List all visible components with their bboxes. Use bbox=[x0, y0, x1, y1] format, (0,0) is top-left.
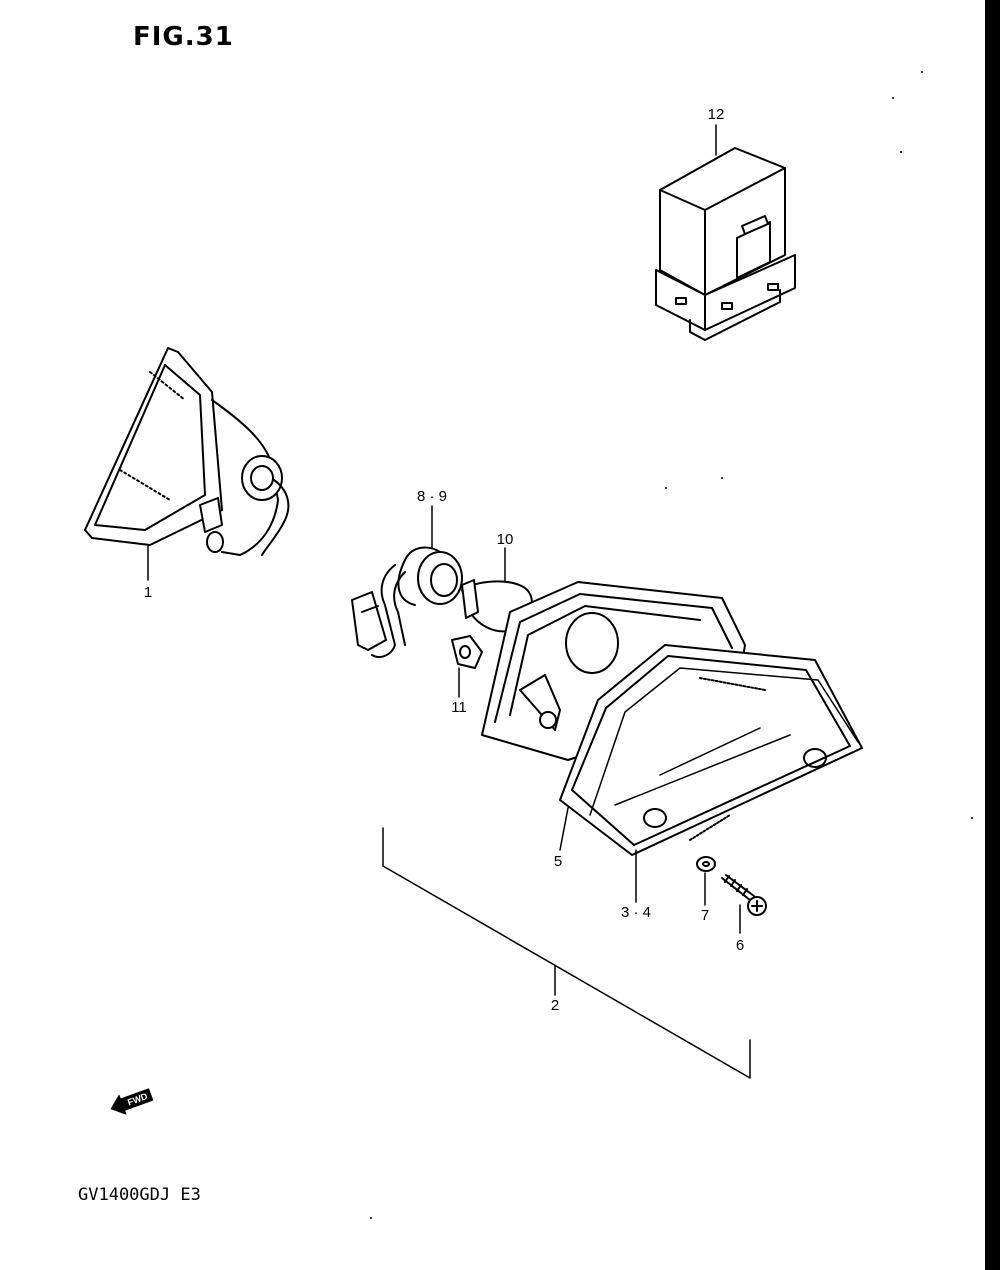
front-turn-signal bbox=[84, 347, 290, 556]
label-part-7: 7 bbox=[701, 907, 709, 924]
clip-nut bbox=[451, 635, 483, 669]
model-code: GV1400GDJ E3 bbox=[78, 1185, 201, 1205]
label-part-2: 2 bbox=[551, 997, 559, 1014]
leader-lines bbox=[147, 124, 741, 934]
label-part-10: 10 bbox=[497, 531, 514, 548]
relay-unit bbox=[655, 147, 796, 341]
bulb-socket-harness bbox=[351, 546, 463, 658]
washer bbox=[696, 856, 716, 872]
assembly-bracket bbox=[382, 827, 751, 1079]
page-edge-bar bbox=[985, 0, 1000, 1270]
scan-specks bbox=[370, 71, 973, 1219]
fwd-arrow-icon: FWD bbox=[110, 1088, 154, 1115]
label-part-12: 12 bbox=[708, 106, 725, 123]
label-part-3-4: 3 · 4 bbox=[621, 904, 651, 921]
screw bbox=[721, 874, 767, 916]
label-part-11: 11 bbox=[451, 699, 467, 716]
figure-title: FIG.31 bbox=[133, 22, 234, 52]
turn-signal-lens bbox=[559, 644, 863, 856]
label-part-5: 5 bbox=[554, 853, 562, 870]
label-part-8-9: 8 · 9 bbox=[417, 488, 447, 505]
label-part-1: 1 bbox=[144, 584, 152, 601]
label-part-6: 6 bbox=[736, 937, 744, 954]
